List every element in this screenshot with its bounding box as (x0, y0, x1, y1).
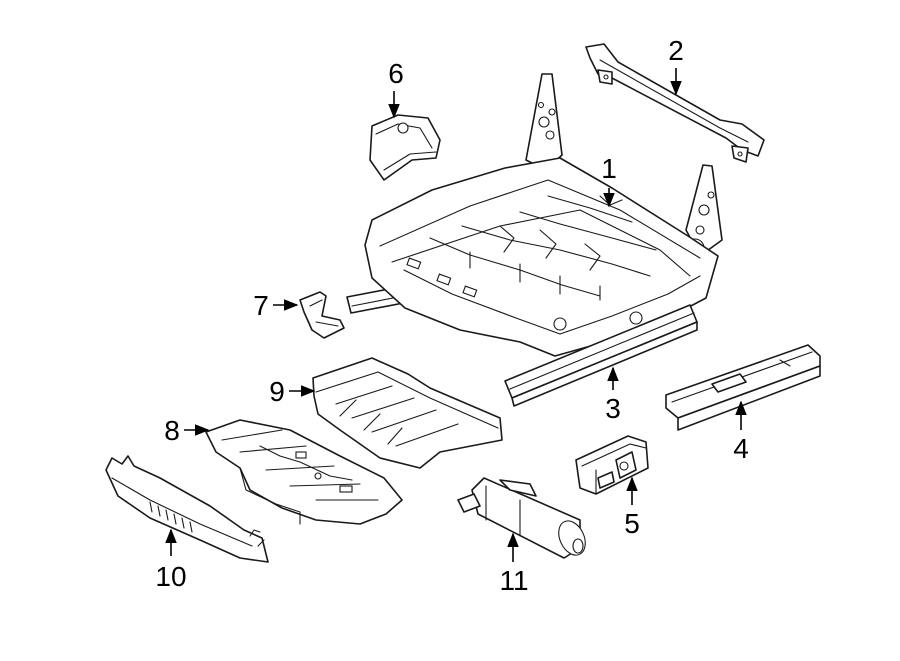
callout-11: 11 (499, 565, 528, 596)
callout-3: 3 (605, 393, 621, 424)
callout-7: 7 (253, 290, 269, 321)
leader-lines (165, 68, 747, 562)
callout-9: 9 (269, 376, 285, 407)
part-1-seat-frame (364, 73, 723, 357)
part-2-cross-bar (585, 43, 765, 163)
part-6-bracket (369, 114, 441, 181)
part-11-motor (457, 477, 586, 559)
callout-labels: 1 2 3 4 5 6 7 8 9 10 11 (155, 35, 748, 596)
part-3-track-right (504, 304, 698, 407)
callout-2: 2 (668, 35, 684, 66)
callout-4: 4 (733, 433, 749, 464)
part-7-clip (299, 291, 345, 339)
part-9-cushion-pad (312, 357, 503, 469)
callout-8: 8 (164, 415, 180, 446)
part-5-switch-module (575, 435, 649, 495)
part-4-side-rail (665, 344, 821, 431)
callout-5: 5 (624, 508, 640, 539)
part-10-trim-cover (105, 455, 269, 563)
callout-1: 1 (601, 153, 617, 184)
callout-10: 10 (155, 561, 186, 592)
part-8-seat-pan (205, 419, 403, 525)
callout-6: 6 (388, 58, 404, 89)
